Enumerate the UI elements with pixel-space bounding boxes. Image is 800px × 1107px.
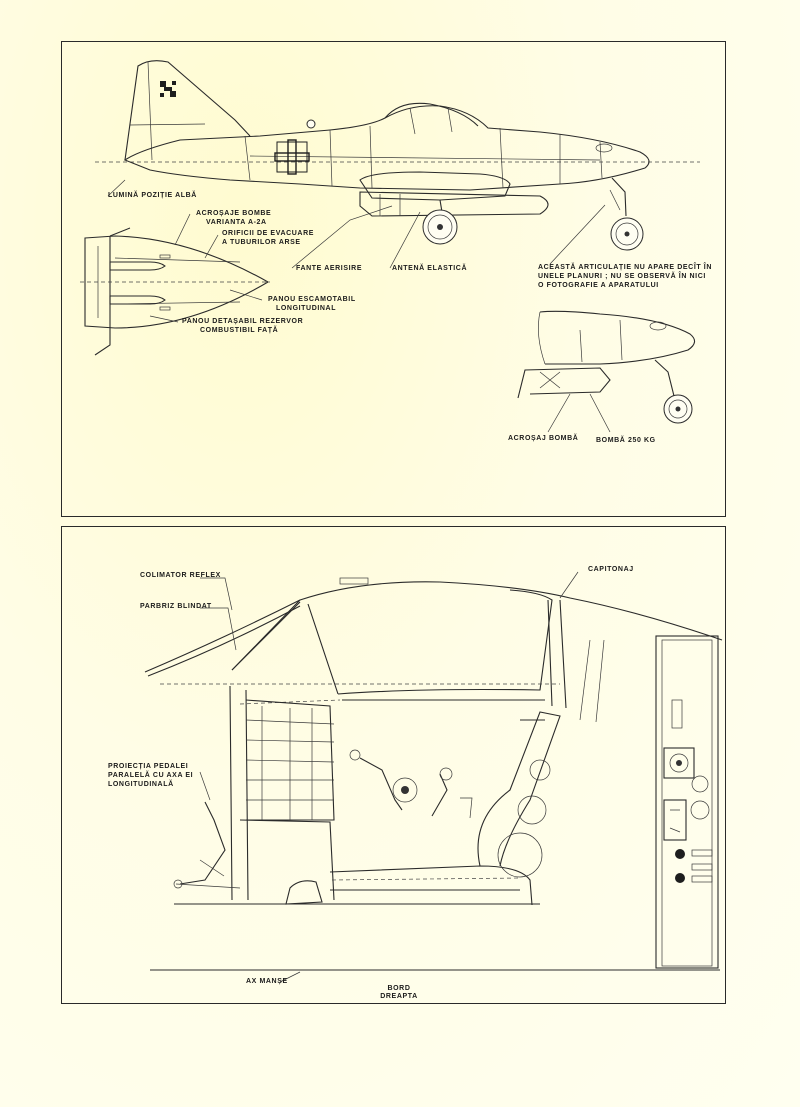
label-removable-2: COMBUSTIBIL FAȚĂ bbox=[200, 327, 279, 334]
nose-detail-inset bbox=[517, 310, 696, 433]
fuselage-cross bbox=[274, 139, 310, 175]
label-pedal-2: PARALELĂ CU AXA EI bbox=[108, 772, 194, 779]
label-windshield: PARBRIZ BLINDAT bbox=[140, 603, 212, 610]
main-landing-gear bbox=[422, 199, 458, 245]
bomb-pack bbox=[359, 191, 549, 217]
engine-nacelle bbox=[359, 171, 511, 201]
cockpit-section-drawing bbox=[144, 571, 723, 983]
label-stick-axis: AX MANȘE bbox=[246, 978, 288, 985]
label-exhaust-1: ORIFICII DE EVACUARE bbox=[222, 230, 314, 237]
label-padding: CAPITONAJ bbox=[588, 566, 634, 573]
label-bomb-racks-1: ACROȘAJE BOMBE bbox=[196, 210, 272, 217]
label-retractable-2: LONGITUDINAL bbox=[276, 305, 337, 312]
bomb-rack-plan-view bbox=[80, 227, 270, 356]
tail-fin bbox=[124, 60, 251, 161]
label-white-position-light: LUMINĂ POZIȚIE ALBĂ bbox=[108, 192, 197, 199]
label-bomb-rack: ACROȘAJ BOMBĂ bbox=[508, 435, 579, 442]
bottom-drawing-panel bbox=[61, 526, 726, 1004]
label-note-3: O FOTOGRAFIE A APARATULUI bbox=[538, 282, 659, 289]
label-panel-2: DREAPTA bbox=[380, 993, 418, 1000]
nose-landing-gear bbox=[609, 177, 644, 251]
label-pedal-1: PROIECȚIA PEDALEI bbox=[108, 763, 189, 770]
tail-marking bbox=[160, 81, 176, 97]
canopy bbox=[384, 102, 479, 127]
pilot-seat bbox=[477, 711, 561, 867]
fuselage bbox=[123, 105, 650, 191]
top-drawing-panel bbox=[61, 41, 726, 517]
label-pedal-3: LONGITUDINALĂ bbox=[108, 781, 174, 788]
label-bomb-racks-2: VARIANTA A-2a bbox=[206, 219, 267, 226]
label-elastic-antenna: ANTENĂ ELASTICĂ bbox=[392, 265, 468, 272]
rudder-pedal bbox=[179, 801, 226, 885]
label-vents: FANTE AERISIRE bbox=[296, 265, 363, 272]
top-leader-lines bbox=[107, 179, 606, 323]
canopy-outline bbox=[144, 581, 723, 673]
label-removable-1: PANOU DETAȘABIL REZERVOR bbox=[182, 318, 304, 325]
label-retractable-1: PANOU ESCAMOTABIL bbox=[268, 296, 356, 303]
instrument-panel-right bbox=[655, 635, 719, 969]
label-reflex-sight: COLIMATOR REFLEX bbox=[140, 572, 221, 579]
label-note-2: UNELE PLANURI ; NU SE OBSERVĂ ÎN NICI bbox=[538, 273, 706, 280]
label-note-1: ACEASTĂ ARTICULAȚIE NU APARE DECÎT ÎN bbox=[538, 264, 712, 271]
control-lever bbox=[359, 757, 403, 811]
label-exhaust-2: A TUBURILOR ARSE bbox=[222, 239, 301, 246]
aircraft-side-view bbox=[123, 60, 650, 251]
label-bomb-250: BOMBĂ 250 Kg bbox=[596, 437, 656, 444]
label-panel-1: BORD bbox=[387, 985, 411, 992]
